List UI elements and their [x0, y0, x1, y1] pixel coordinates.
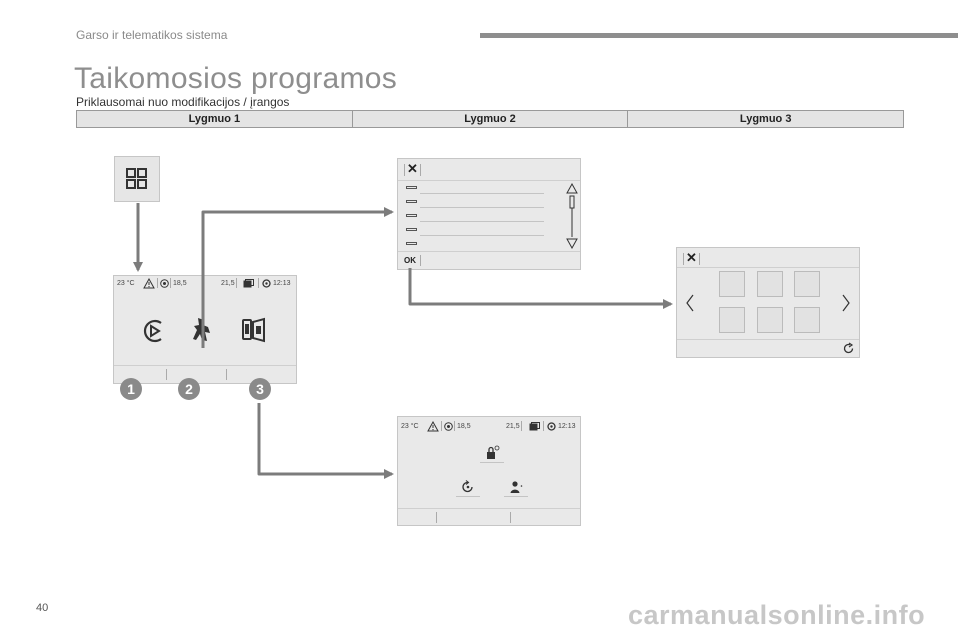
list-item-icon: [406, 228, 417, 231]
arrow-2-to-list: [201, 207, 394, 348]
list-item-icon: [406, 214, 417, 217]
level2-list-screen: ✕ OK: [397, 158, 581, 270]
grid-cell[interactable]: [757, 307, 783, 333]
watermark: carmanualsonline.info: [628, 600, 926, 630]
scrollbar[interactable]: [566, 183, 578, 249]
header-rule: [480, 33, 958, 38]
status-value-left: 18,5: [173, 280, 187, 287]
level-2-label: Lygmuo 2: [351, 111, 628, 127]
arrow-ok-to-grid: [408, 268, 673, 309]
status-time: 12:13: [273, 280, 291, 287]
grid-cell[interactable]: [794, 271, 820, 297]
grid-cell[interactable]: [719, 307, 745, 333]
media-icon: [529, 422, 540, 431]
level2-profiles-screen: 23 °C 18,5 21,5 12:13: [397, 416, 581, 526]
callout-2: 2: [178, 378, 200, 400]
section-title: Garso ir telematikos sistema: [76, 28, 228, 42]
status-value-right: 21,5: [506, 423, 520, 430]
page-title: Taikomosios programos: [74, 62, 398, 95]
arrow-3-to-profiles: [257, 403, 394, 479]
apps-button[interactable]: [114, 156, 160, 202]
reset-icon[interactable]: [460, 479, 476, 495]
list-item-icon: [406, 200, 417, 203]
chevron-left-icon[interactable]: [685, 294, 695, 312]
status-temp: 23 °C: [117, 280, 135, 287]
list-item-icon: [406, 242, 417, 245]
callout-1: 1: [120, 378, 142, 400]
level1-screen: 23 °C 18,5 21,5 12:13: [113, 275, 297, 384]
level-1-label: Lygmuo 1: [188, 113, 241, 125]
close-icon[interactable]: ✕: [686, 250, 697, 265]
status-value-right: 21,5: [221, 280, 235, 287]
callout-3: 3: [249, 378, 271, 400]
user-profile-icon[interactable]: [508, 479, 524, 495]
ok-button[interactable]: OK: [404, 256, 416, 265]
chevron-right-icon[interactable]: [841, 294, 851, 312]
grid-cell[interactable]: [719, 271, 745, 297]
level3-grid-screen: ✕: [676, 247, 860, 358]
page-subtitle: Priklausomai nuo modifikacijos / įrangos: [76, 95, 290, 109]
refresh-icon[interactable]: [842, 342, 855, 355]
settings-icon: [547, 422, 556, 431]
status-value-left: 18,5: [457, 423, 471, 430]
close-icon[interactable]: ✕: [407, 161, 418, 176]
status-time: 12:13: [558, 423, 576, 430]
level-3-label: Lygmuo 3: [627, 111, 903, 127]
list-item-icon: [406, 186, 417, 189]
levels-header: Lygmuo 1 Lygmuo 2 Lygmuo 3: [76, 110, 904, 128]
play-icon[interactable]: [142, 318, 166, 344]
settings-icon: [262, 279, 271, 288]
connected-icon: [444, 422, 453, 431]
apps-grid-icon: [126, 168, 147, 189]
connected-icon: [160, 279, 169, 288]
status-temp: 23 °C: [401, 423, 419, 430]
warning-icon: [143, 278, 155, 289]
grid-cell[interactable]: [757, 271, 783, 297]
media-icon: [243, 279, 254, 288]
page-number: 40: [36, 602, 49, 614]
lock-icon[interactable]: [484, 445, 500, 461]
connected-apps-icon[interactable]: [238, 316, 268, 344]
warning-icon: [427, 421, 439, 432]
grid-cell[interactable]: [794, 307, 820, 333]
